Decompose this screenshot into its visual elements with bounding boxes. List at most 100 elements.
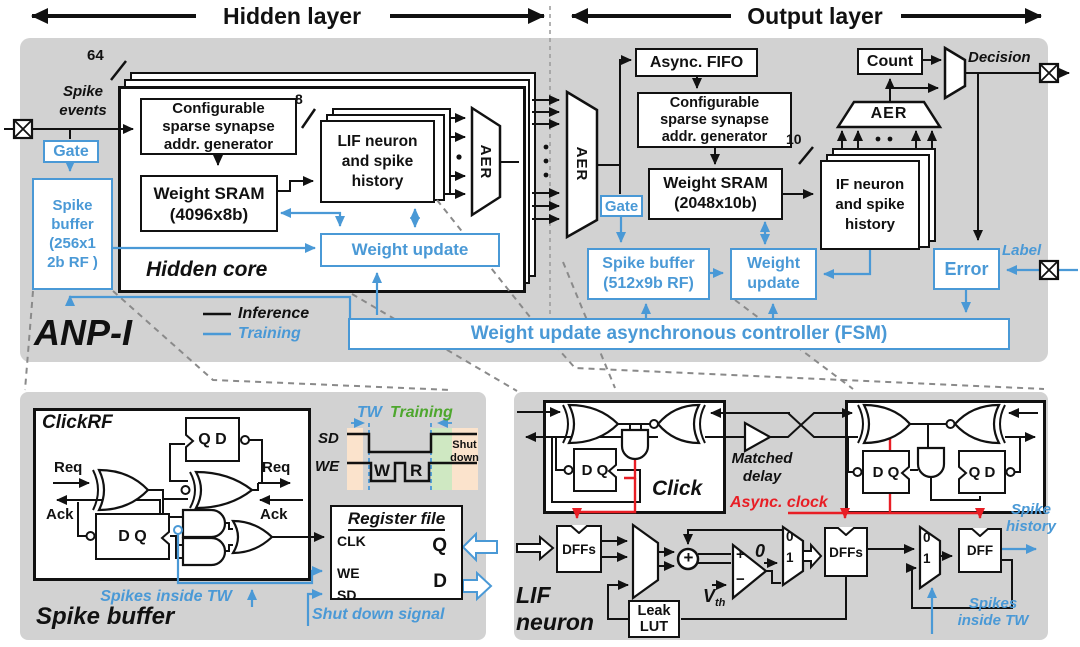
ff-text: Q D [968, 463, 996, 481]
lif-line: LIF neuron [337, 132, 418, 150]
output-layer-text: Output layer [747, 2, 883, 29]
md-line: Matched [731, 450, 793, 467]
sb-line: Spike buffer [602, 255, 695, 272]
spike-input-port-icon [12, 118, 34, 140]
dffs-text: DFFs [829, 544, 863, 560]
output-aer-in-label: AER [572, 139, 592, 189]
spikes-tw-text: Spikes inside TW [100, 588, 232, 605]
error-text: Error [944, 258, 989, 279]
or-gate-icon [231, 519, 274, 555]
sram-line: Weight SRAM [663, 175, 768, 192]
gate-text: Gate [604, 197, 639, 215]
gate-text: Gate [53, 142, 89, 160]
vth-label: Vth [703, 586, 725, 609]
shutdown-signal-label: Shut down signal [312, 606, 445, 623]
xnor-gate-icon [194, 470, 254, 510]
dffs2-block: DFFs [824, 527, 868, 577]
clickrf-box [33, 408, 311, 581]
wu-line: Weight [746, 255, 801, 272]
decision-mux [943, 45, 967, 101]
sh-line: Spike [1010, 501, 1052, 518]
sb-line: (256x1 [49, 235, 96, 252]
aer-text: AER [573, 146, 591, 182]
inverter-bubble-icon [85, 531, 96, 541]
inverter-bubble-icon [180, 485, 191, 495]
cfg-line: sparse synapse [162, 117, 275, 135]
fsm-controller-block: Weight update asynchronous controller (F… [348, 318, 1010, 350]
hidden-layer-wires [4, 60, 560, 336]
req-left-label: Req [54, 459, 83, 476]
shutdown-line: down [450, 452, 479, 464]
training-band [431, 428, 452, 490]
hidden-layer-text: Hidden layer [222, 2, 362, 29]
output-aer-arbiter [835, 100, 943, 129]
sram-line: (4096x8b) [169, 204, 249, 224]
rf-clk-label: CLK [337, 533, 366, 549]
d-bus-arrow-icon [462, 570, 493, 602]
md-line: delay [742, 468, 782, 485]
lif-line: history [351, 172, 404, 190]
mux-icon [781, 524, 805, 588]
and-gate-icon [181, 536, 227, 567]
ack-right-label: Ack [260, 506, 288, 523]
count-block: Count [857, 48, 923, 75]
sram-line: Weight SRAM [153, 183, 265, 203]
comparator-minus: − [736, 571, 745, 588]
inverter-bubble-icon [240, 435, 250, 445]
req-right-label: Req [262, 459, 291, 476]
click2-dq-flipflop: D Q [862, 450, 910, 494]
output-spike-buffer-block: Spike buffer(512x9b RF) [587, 248, 710, 300]
adder-icon [676, 547, 700, 571]
header-arrows [31, 6, 1042, 332]
mux3-zero: 0 [923, 530, 931, 545]
rf-q-label: Q [432, 535, 447, 556]
ack-left-label: Ack [46, 506, 74, 523]
cfg-line: Configurable [172, 99, 265, 117]
mux3-one: 1 [923, 551, 931, 566]
cfg-line: Configurable [669, 94, 760, 111]
rf-d-label: D [433, 571, 447, 592]
cfg-line: addr. generator [661, 128, 768, 145]
inverter-bubble-icon [945, 419, 956, 429]
clickrf-dq-flipflop: D Q [95, 513, 170, 560]
comparator-icon [731, 542, 768, 601]
output-aer-out-label: AER [859, 103, 919, 125]
c-element-icon [620, 428, 650, 461]
spikes-inside-tw-label: Spikes inside TW [88, 588, 244, 606]
rf-we-label: WE [337, 565, 360, 581]
dffs-text: DFFs [562, 541, 596, 557]
and-gate-icon [181, 508, 227, 539]
ff-text: D Q [872, 463, 900, 481]
fifo-text: Async. FIFO [649, 53, 744, 71]
write-window-label: W [374, 461, 391, 480]
xor-gate-icon [97, 468, 150, 512]
sram-line: (2048x10b) [674, 195, 757, 212]
we-waveform [347, 461, 477, 483]
ff-text: D Q [118, 527, 147, 545]
adder-plus: + [683, 548, 694, 567]
chip-name: ANP-I [34, 312, 132, 353]
lif-panel-wires [516, 403, 1038, 634]
hidden-core-label: Hidden core [146, 258, 268, 281]
dff-block: DFF [958, 528, 1002, 573]
inverter-bubble-icon [563, 465, 574, 475]
q-bus-arrow-icon [461, 531, 498, 563]
hidden-layer-title: Hidden layer [192, 3, 392, 29]
bus-arrow-icon [802, 542, 823, 570]
blue-tap-bubble-icon [173, 525, 183, 535]
legend-inference: Inference [238, 305, 310, 322]
output-layer-wires [565, 45, 1078, 318]
inverter-bubble-icon [852, 467, 863, 477]
mux2-one: 1 [786, 550, 794, 565]
read-window-label: R [410, 461, 423, 480]
output-gate-block: Gate [600, 195, 643, 217]
inverter-bubble-icon [1005, 467, 1016, 477]
